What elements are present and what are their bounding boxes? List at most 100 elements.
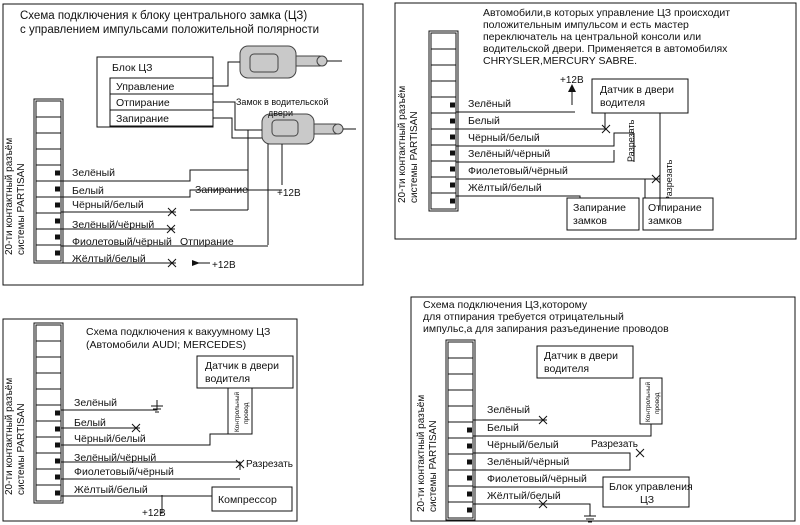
connector-label-line2: системы PARTISAN — [16, 403, 27, 495]
panel-master-switch: Автомобили,в которых управление ЦЗ проис… — [394, 2, 797, 240]
control-unit-label2: ЦЗ — [640, 494, 654, 506]
panel-frame — [410, 296, 796, 522]
door-sensor-box — [591, 78, 689, 114]
panel-title-line1: Схема подключения к вакуумному ЦЗ — [86, 326, 270, 338]
unit-row-label: Отпирание — [116, 97, 170, 109]
connector-pin — [447, 405, 474, 423]
panel-frame — [394, 2, 797, 240]
cut-mark-icon — [167, 207, 177, 217]
unlock-motors-label2: замков — [648, 215, 682, 227]
wire-color-label: Зелёный — [468, 98, 511, 110]
wire-color-label: Зелёный/чёрный — [72, 219, 154, 231]
wire-black-white — [61, 433, 240, 446]
panel-title-line: импульс,а для запирания разъединение про… — [423, 323, 669, 335]
pin-terminal — [55, 170, 60, 176]
door-sensor-box — [536, 345, 634, 379]
control-wire-label1: Контрольный — [644, 382, 652, 422]
panel-vacuum: Схема подключения к вакуумному ЦЗ (Автом… — [2, 318, 298, 522]
panel-positive-pulse: Схема подключения к блоку центрального з… — [2, 3, 364, 286]
plus-12v-label: +12В — [560, 75, 584, 86]
wire-color-label: Белый — [487, 422, 519, 434]
control-wire-label2: провод — [654, 392, 661, 414]
pin-terminal — [450, 166, 455, 172]
panel-desc-line: положительным импульсом и есть мастер — [483, 19, 689, 31]
pin-terminal — [55, 186, 60, 192]
unlock-motors-label1: Отпирание — [648, 202, 702, 214]
connector-pin — [35, 116, 62, 134]
lock-motors-label1: Запирание — [573, 202, 626, 214]
wire-white — [473, 424, 652, 437]
unit-row-label: Управление — [116, 81, 175, 93]
connector-label-line1: 20-ти контактный разъём — [416, 395, 427, 512]
wire-control — [213, 61, 240, 87]
control-wire-box — [227, 387, 253, 435]
door-sensor-label2: водителя — [544, 363, 589, 375]
wire-color-label: Белый — [468, 115, 500, 127]
connector-pin — [430, 48, 457, 66]
lock-motors-label2: замков — [573, 215, 607, 227]
wire-color-label: Зелёный/чёрный — [487, 456, 569, 468]
door-sensor-label1: Датчик в двери — [205, 360, 279, 372]
pin-terminal — [467, 475, 472, 481]
arrow-up-icon — [568, 84, 576, 92]
compressor-box — [211, 486, 293, 512]
cut-mark-icon — [235, 459, 245, 469]
wire-plus — [160, 495, 163, 514]
connector-pin — [35, 244, 62, 262]
connector-pin — [430, 32, 457, 50]
wire-color-label: Зелёный — [487, 404, 530, 416]
wire-color-label: Жёлтый/белый — [487, 490, 561, 502]
wire-color-label: Чёрный/белый — [487, 439, 559, 451]
cut-label: Разрезать — [591, 439, 638, 450]
lock-actuator-icon — [261, 113, 356, 145]
panel-title-line: для отпирания требуется отрицательный — [423, 311, 624, 323]
wire-color-label: Фиолетовый/чёрный — [468, 165, 568, 177]
panel-desc-line: водительской двери. Применяется в автомо… — [483, 43, 728, 55]
connector-pin — [35, 340, 62, 358]
cut-mark-icon — [538, 499, 548, 509]
cut-mark-icon — [635, 448, 645, 458]
pin-terminal — [450, 102, 455, 108]
pin-terminal — [55, 490, 60, 496]
arrow-icon — [192, 260, 200, 266]
connector-pin — [447, 501, 474, 519]
wire-color-label: Чёрный/белый — [468, 132, 540, 144]
pin-terminal — [55, 426, 60, 432]
connector-label-line2: системы PARTISAN — [428, 420, 439, 512]
pin-terminal — [55, 250, 60, 256]
lock-actuator-icon — [239, 45, 342, 79]
central-lock-unit-title: Блок ЦЗ — [112, 62, 152, 74]
panel-frame — [2, 318, 298, 522]
wire-color-label: Белый — [74, 417, 106, 429]
lock-label-line1: Замок в водительской — [236, 97, 328, 107]
pin-terminal — [450, 118, 455, 124]
unit-row-label: Запирание — [116, 113, 169, 125]
connector-label-line1: 20-ти контактный разъём — [397, 86, 408, 203]
lock-wire-label: Запирание — [195, 184, 248, 196]
wire-color-label: Зелёный — [74, 397, 117, 409]
panel-title-line: Схема подключения ЦЗ,которому — [423, 299, 588, 311]
connector-pin — [35, 372, 62, 390]
wire-color-label: Жёлтый/белый — [74, 484, 148, 496]
wire-green-black — [61, 461, 241, 470]
pin-terminal — [450, 198, 455, 204]
pin-terminal — [450, 134, 455, 140]
pin-terminal — [467, 427, 472, 433]
cut-label: Разрезать — [246, 459, 293, 470]
wire-color-label: Фиолетовый/чёрный — [72, 236, 172, 248]
compressor-label: Компрессор — [218, 494, 277, 506]
plus-12v-label: +12В — [142, 508, 166, 519]
connector-pin — [35, 388, 62, 406]
control-unit-label1: Блок управления — [609, 481, 693, 493]
cut-mark-icon — [166, 224, 176, 234]
wire-green — [61, 169, 248, 182]
wire-color-label: Фиолетовый/чёрный — [74, 466, 174, 478]
ground-icon — [151, 400, 163, 413]
panel-desc-line: Автомобили,в которых управление ЦЗ проис… — [483, 7, 730, 19]
pin-terminal — [55, 218, 60, 224]
connector-pin — [35, 324, 62, 342]
pin-terminal — [467, 491, 472, 497]
wire-motor-links — [633, 113, 661, 210]
connector-label-line1: 20-ти контактный разъём — [4, 378, 15, 495]
